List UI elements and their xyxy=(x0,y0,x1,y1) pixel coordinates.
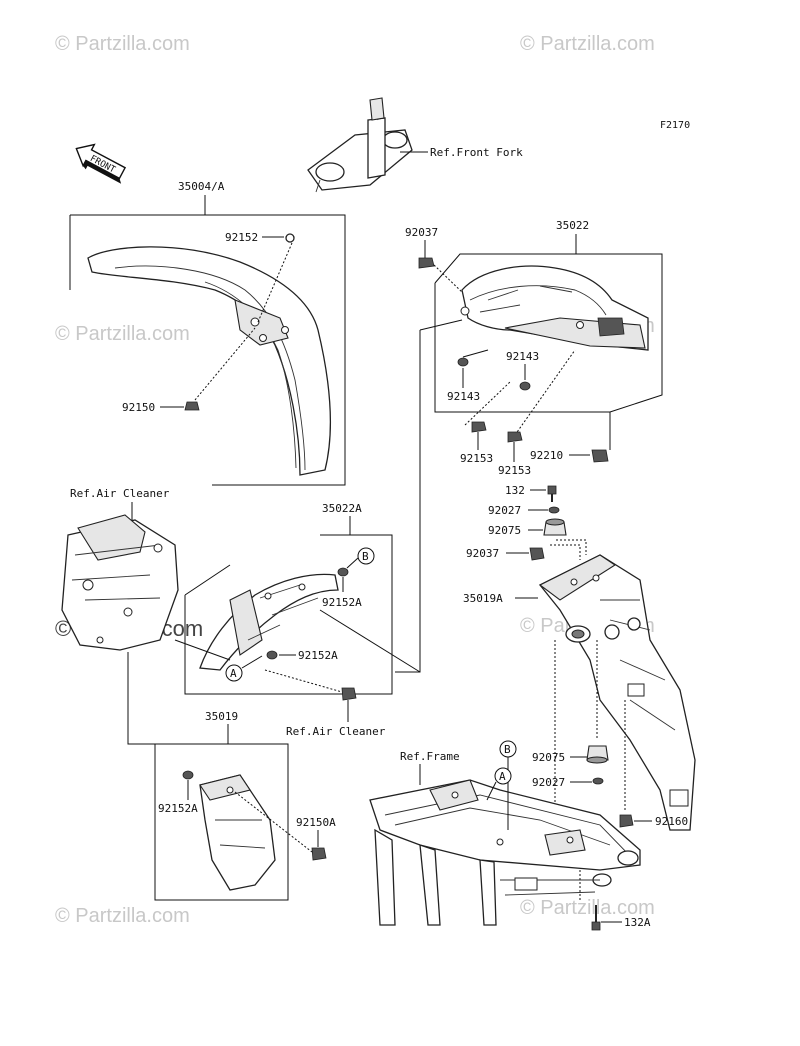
screw-92037-mid xyxy=(529,547,545,561)
callout-35019a: 35019A xyxy=(463,592,503,605)
callout-92143-right: 92143 xyxy=(506,350,539,363)
callout-92150: 92150 xyxy=(122,401,155,414)
callout-35022: 35022 xyxy=(556,219,589,232)
screw-92037 xyxy=(418,257,435,269)
watermark: © Partzilla.com xyxy=(55,905,190,927)
marker-b-label: B xyxy=(362,550,369,563)
watermark: © Partzilla.com xyxy=(520,33,655,55)
rear-fender xyxy=(460,265,649,351)
nut-92210 xyxy=(591,449,609,463)
callout-92075-bottom: 92075 xyxy=(532,751,565,764)
callout-92037-top: 92037 xyxy=(405,226,438,239)
grommet-92152a xyxy=(266,567,349,660)
bolt-92153 xyxy=(471,421,523,443)
front-arrow-icon: FRONT xyxy=(75,143,127,184)
bolt-ref-air-cleaner xyxy=(341,687,357,701)
watermark: © Partzilla.com xyxy=(55,323,190,345)
callout-92027-bottom: 92027 xyxy=(532,776,565,789)
callout-92027-top: 92027 xyxy=(488,504,521,517)
marker-b-label: B xyxy=(504,743,511,756)
bolt-92150 xyxy=(184,401,200,411)
watermark: © Partzilla.com xyxy=(55,33,190,55)
callout-92210: 92210 xyxy=(530,449,563,462)
callout-132a: 132A xyxy=(624,916,651,929)
callout-92152-top: 92152 xyxy=(225,231,258,244)
callout-ref-front-fork: Ref.Front Fork xyxy=(430,146,523,159)
marker-b-lower: B xyxy=(499,740,517,758)
callout-92150a: 92150A xyxy=(296,816,336,829)
callout-92075-top: 92075 xyxy=(488,524,521,537)
callout-ref-air-cleaner-top: Ref.Air Cleaner xyxy=(70,487,170,500)
callout-92037-mid: 92037 xyxy=(466,547,499,560)
watermark: © Partzilla.com xyxy=(520,897,655,919)
figure-code: F2170 xyxy=(660,120,690,131)
washer-92152 xyxy=(285,233,295,243)
callout-92152a-2: 92152A xyxy=(298,649,338,662)
collar-92027 xyxy=(548,506,560,514)
marker-a-upper: A xyxy=(225,664,243,682)
front-fork-clamp xyxy=(307,97,413,193)
callout-35004a: 35004/A xyxy=(178,180,225,193)
grommet-92152a-lower xyxy=(182,770,194,780)
callout-132: 132 xyxy=(505,484,525,497)
callout-92143-left: 92143 xyxy=(447,390,480,403)
callout-35022a: 35022A xyxy=(322,502,362,515)
damper-92075 xyxy=(543,518,567,536)
washer-92143 xyxy=(457,357,531,391)
marker-a-label: A xyxy=(230,667,237,680)
callout-92152a-3: 92152A xyxy=(158,802,198,815)
callout-35019: 35019 xyxy=(205,710,238,723)
damper-92075-bottom xyxy=(586,745,609,764)
bolt-132 xyxy=(547,485,557,502)
callout-ref-frame: Ref.Frame xyxy=(400,750,460,763)
bolt-132a xyxy=(591,905,601,931)
callout-ref-air-cleaner-bottom: Ref.Air Cleaner xyxy=(286,725,386,738)
callout-92152a-1: 92152A xyxy=(322,596,362,609)
side-cover xyxy=(199,774,276,891)
callout-92153-right: 92153 xyxy=(498,464,531,477)
callout-92153-left: 92153 xyxy=(460,452,493,465)
front-fender xyxy=(87,246,331,476)
rear-subframe xyxy=(538,554,696,831)
bolt-92150a xyxy=(311,847,327,861)
marker-b-upper: B xyxy=(357,547,375,565)
frame xyxy=(369,779,641,926)
bolt-92160 xyxy=(619,814,634,828)
collar-92027-bottom xyxy=(592,777,604,785)
marker-a-label: A xyxy=(499,770,506,783)
inner-fender xyxy=(199,573,339,671)
air-cleaner-box xyxy=(61,514,179,651)
callout-92160: 92160 xyxy=(655,815,688,828)
marker-a-lower: A xyxy=(494,767,512,785)
